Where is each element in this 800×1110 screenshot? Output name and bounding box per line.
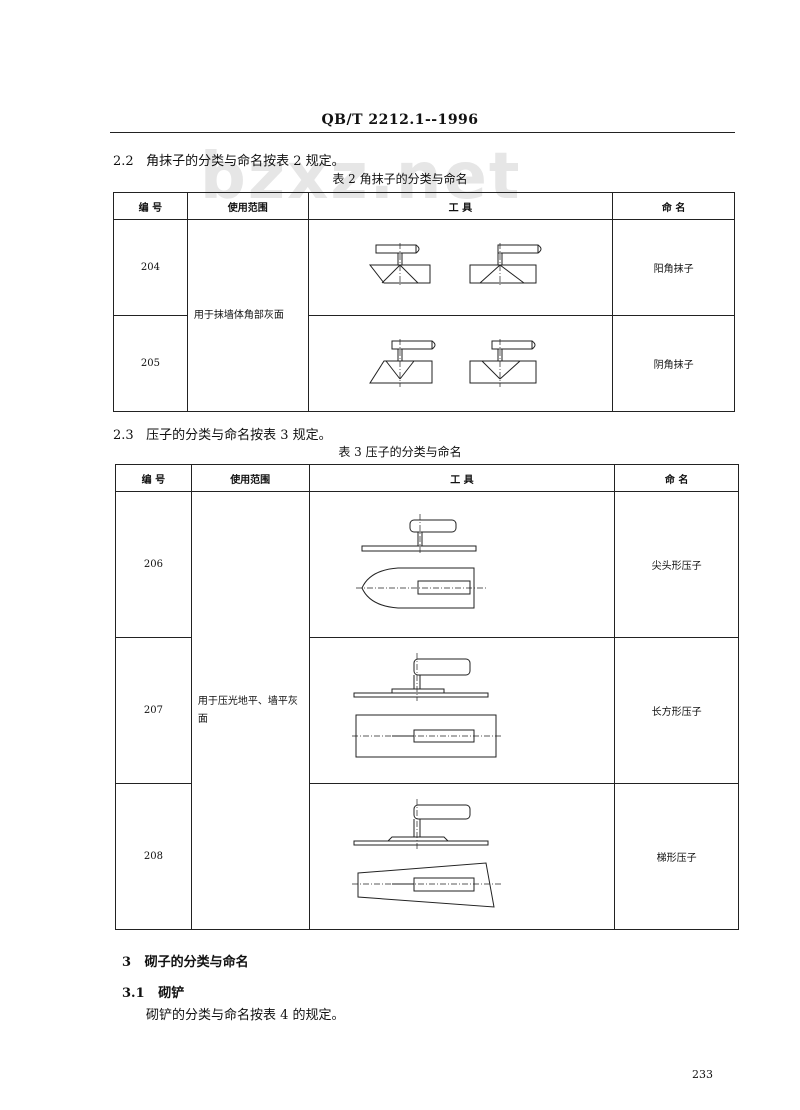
table3-name-208: 梯形压子	[614, 783, 739, 930]
section-2-2-number: 2.2	[113, 154, 134, 169]
table3-header-name: 命 名	[614, 464, 739, 492]
section-3-1-body: 砌铲的分类与命名按表 4 的规定。	[146, 1008, 345, 1023]
table2-header-tool: 工 具	[307, 192, 614, 220]
standard-header: QB/T 2212.1--1996	[321, 112, 479, 128]
section-3-number: 3	[122, 955, 132, 970]
table2-code-204: 204	[113, 219, 188, 316]
section-2-3: 2.3 压子的分类与命名按表 3 规定。	[113, 424, 332, 443]
table3-code-206: 206	[115, 491, 192, 638]
table3-header-code: 编 号	[115, 464, 192, 492]
table-row: 208 梯形压子	[115, 783, 739, 930]
table3-caption: 表 3 压子的分类与命名	[338, 445, 462, 459]
table2-header-name: 命 名	[612, 192, 735, 220]
table2-name-204: 阳角抹子	[612, 219, 735, 316]
section-3-1-number: 3.1	[122, 986, 145, 1001]
table-row: 206 用于压光地平、墙平灰面 尖头形压子	[115, 491, 739, 930]
pointed-trowel-icon	[308, 491, 616, 638]
table3-code-208: 208	[115, 783, 192, 930]
table2-name-205: 阴角抹子	[612, 315, 735, 412]
section-3-1-heading: 3.1 砌铲	[122, 982, 184, 1001]
table3-code-207: 207	[115, 637, 192, 784]
section-2-2: 2.2 角抹子的分类与命名按表 2 规定。	[113, 150, 345, 169]
table2-code-205: 205	[113, 315, 188, 412]
section-3-title: 砌子的分类与命名	[144, 955, 249, 970]
rectangular-trowel-icon	[308, 637, 616, 784]
table2: 编 号 使用范围 工 具 命 名 204 用于抹墙体角部灰面	[113, 192, 735, 412]
table3-header-scope: 使用范围	[190, 464, 310, 492]
table2-caption: 表 2 角抹子的分类与命名	[332, 172, 468, 186]
table2-scope: 用于抹墙体角部灰面	[186, 219, 309, 412]
section-3-1-title: 砌铲	[158, 986, 185, 1001]
table-row: 205	[113, 315, 735, 412]
table3-name-206: 尖头形压子	[614, 491, 739, 638]
section-2-3-number: 2.3	[113, 428, 134, 443]
section-2-3-text: 压子的分类与命名按表 3 规定。	[146, 428, 332, 443]
inside-corner-trowel-icon	[307, 315, 614, 412]
table-row: 207 长方形压子	[115, 637, 739, 784]
table2-header-row: 编 号 使用范围 工 具 命 名	[113, 192, 735, 220]
table3-header-row: 编 号 使用范围 工 具 命 名	[115, 464, 739, 492]
header-rule	[110, 132, 735, 133]
page-number: 233	[692, 1068, 713, 1081]
table3: 编 号 使用范围 工 具 命 名 206 用于压光地平、墙平灰面 尖头形压子 2…	[115, 464, 739, 930]
outside-corner-trowel-icon	[307, 219, 614, 316]
section-3-heading: 3 砌子的分类与命名	[122, 951, 249, 970]
table-row: 204 用于抹墙体角部灰面	[113, 219, 735, 412]
table3-header-tool: 工 具	[308, 464, 616, 492]
table2-header-scope: 使用范围	[186, 192, 309, 220]
table3-scope: 用于压光地平、墙平灰面	[190, 491, 310, 930]
section-2-2-text: 角抹子的分类与命名按表 2 规定。	[146, 154, 345, 169]
trapezoidal-trowel-icon	[308, 783, 616, 930]
table2-header-code: 编 号	[113, 192, 188, 220]
table3-name-207: 长方形压子	[614, 637, 739, 784]
